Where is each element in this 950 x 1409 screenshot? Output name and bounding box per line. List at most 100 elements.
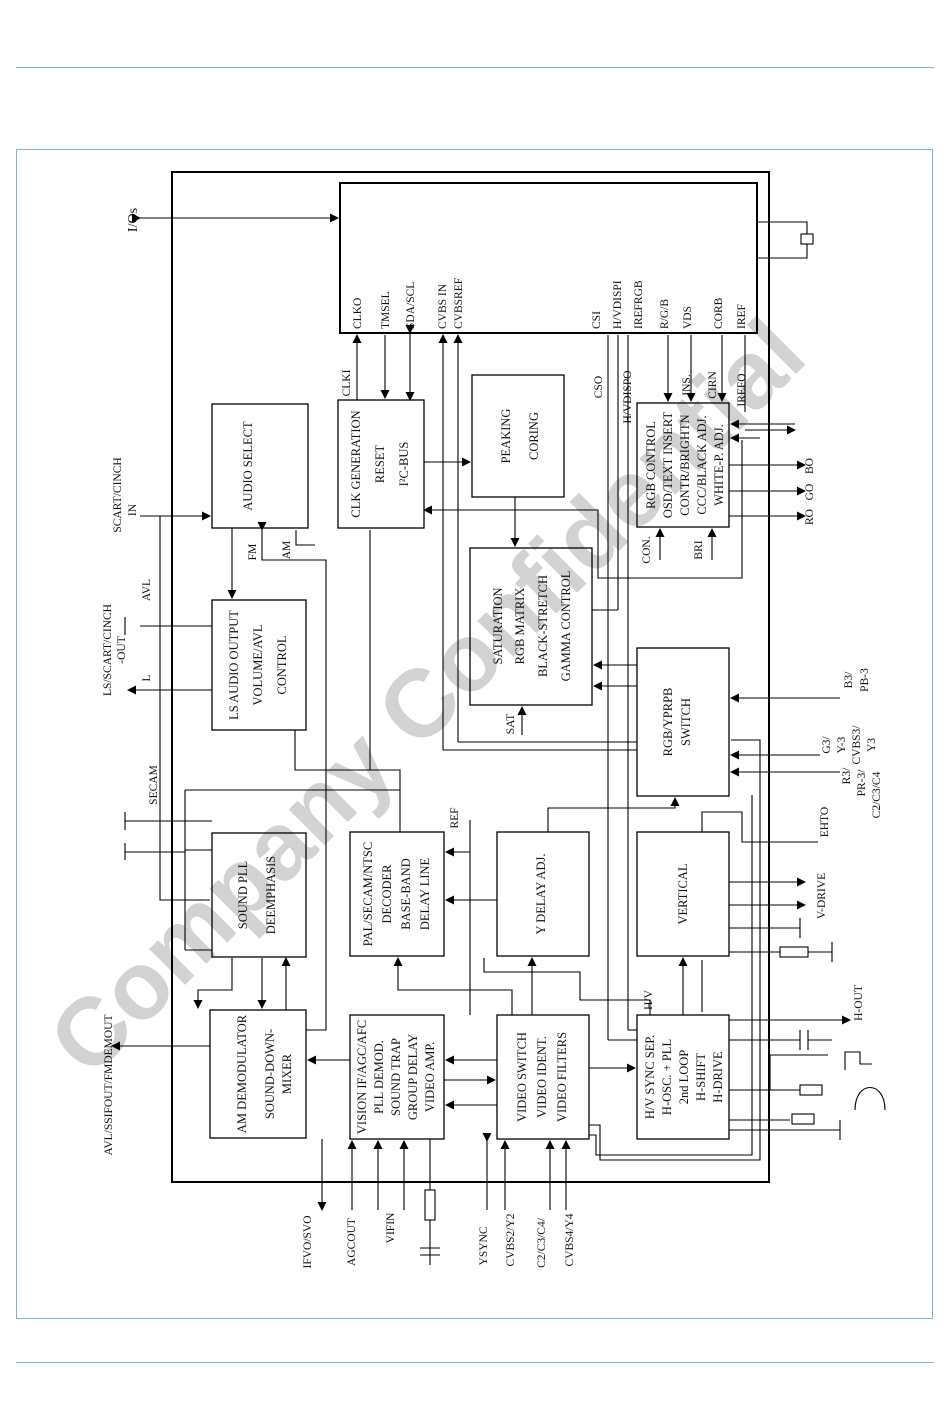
pin-csi: CSI xyxy=(591,311,603,329)
top-rule xyxy=(16,67,934,68)
clk-gen-block xyxy=(337,399,425,529)
pin-cvbsref: CVBSREF xyxy=(453,278,465,329)
y3-label: Y-3 xyxy=(836,736,848,753)
rgb-control-label-3: CONTR/BRIGHTN xyxy=(678,414,692,515)
ysync-label: YSYNC xyxy=(478,1226,490,1265)
pin-vds: VDS xyxy=(682,306,694,329)
agcout-label: AGCOUT xyxy=(346,1218,358,1266)
am-demod-label-2: SOUND-DOWN- xyxy=(263,1029,277,1119)
y-delay-label: Y DELAY ADJ. xyxy=(534,854,548,935)
pin-hvdispi: H/VDISPI xyxy=(612,280,624,329)
am-demod-block xyxy=(209,1009,307,1139)
peaking-label-2: CORING xyxy=(527,412,541,460)
pin-irefrgb: IREFRGB xyxy=(633,280,645,329)
ls-audio-label-2: VOLUME/AVL xyxy=(251,624,265,705)
hout-label: H-OUT xyxy=(853,985,865,1021)
hv-sync-label-5: H-DRIVE xyxy=(711,1051,725,1103)
fm-label: FM xyxy=(247,544,259,561)
ifvo-label: IFVO/SVO xyxy=(302,1215,314,1268)
bo-label: BO xyxy=(804,458,816,474)
am-demod-label-3: MIXER xyxy=(280,1053,294,1094)
cirn-label: CIRN xyxy=(707,371,719,399)
peaking-label: PEAKING xyxy=(499,409,513,464)
cvbs2-label: CVBS2/Y2 xyxy=(505,1213,517,1266)
rgb-control-label-4: CCC/BLACK ADJ. xyxy=(695,415,709,514)
vision-if-label-3: SOUND TRAP xyxy=(389,1038,403,1116)
ls-audio-block xyxy=(211,599,307,731)
decoder-label-3: BASE-BAND xyxy=(399,858,413,930)
vision-if-label: VISION IF/AGC/AFC xyxy=(355,1020,369,1134)
rgb-switch-label: RGB/YPRPB xyxy=(661,688,675,757)
video-switch-label-3: VIDEO FILTERS xyxy=(555,1032,569,1122)
ios-label: I/Os xyxy=(126,208,141,232)
cvbs4-label: CVBS4/Y4 xyxy=(564,1213,576,1266)
ins-label: INS. xyxy=(681,374,693,396)
avl-out-label: AVL/SSIFOUT/FMDEMOUT xyxy=(103,1014,115,1155)
decoder-label-4: DELAY LINE xyxy=(418,857,432,930)
vdrive-label: V-DRIVE xyxy=(816,873,828,919)
hv-sync-label: H/V SYNC SEP. xyxy=(643,1035,657,1119)
pr3-label: PR-3/ xyxy=(856,769,868,797)
saturation-label-2: RGB MATRIX xyxy=(513,588,527,665)
clk-gen-label: CLK GENERATION xyxy=(349,410,363,517)
video-switch-label: VIDEO SWITCH xyxy=(515,1032,529,1122)
pb3-label: PB-3 xyxy=(859,668,871,692)
ic-outline xyxy=(171,171,770,1183)
clk-gen-label-3: I²C-BUS xyxy=(397,442,411,487)
ro-label: RO xyxy=(804,509,816,525)
pin-corb: CORB xyxy=(713,297,725,329)
rgb-switch-block xyxy=(636,647,730,797)
am-demod-label: AM DEMODULATOR xyxy=(235,1014,249,1133)
vision-if-block xyxy=(349,1014,445,1140)
sound-pll-label-2: DEEMPHASIS xyxy=(264,856,278,935)
g3-label: G3/ xyxy=(821,736,833,754)
y3b-label: Y3 xyxy=(866,738,878,752)
hv-sync-label-2: H-OSC. + PLL xyxy=(660,1039,674,1115)
sound-pll-block xyxy=(211,832,307,958)
ehto-label: EHTO xyxy=(819,807,831,837)
saturation-label-3: BLACK-STRETCH xyxy=(536,575,550,677)
ls-scart-label: LS/SCART/CINCH xyxy=(102,604,114,696)
l-label: L xyxy=(141,674,153,681)
pin-clko: CLKO xyxy=(352,298,364,329)
peaking-block xyxy=(471,374,565,498)
ref-label: REF xyxy=(449,807,461,828)
scart-in-label-2: IN xyxy=(127,503,139,516)
rgb-control-label-5: WHITE-P. ADJ. xyxy=(712,424,726,506)
vision-if-label-4: GROUP DELAY xyxy=(406,1034,420,1120)
decoder-block xyxy=(349,831,445,957)
vision-if-label-2: PLL DEMOD. xyxy=(372,1040,386,1114)
saturation-block xyxy=(469,547,593,706)
pin-cvbs-in: CVBS IN xyxy=(437,283,449,329)
hv-sync-label-3: 2nd LOOP xyxy=(677,1050,691,1105)
am-label: AM xyxy=(281,541,293,560)
vertical-label: VERTICAL xyxy=(676,863,690,924)
rgb-control-label-2: OSD/TEXT INSERT xyxy=(661,411,675,518)
video-switch-label-2: VIDEO IDENT. xyxy=(535,1036,549,1118)
decoder-label: PAL/SECAM/NTSC xyxy=(361,842,375,946)
saturation-label-4: GAMMA CONTROL xyxy=(559,571,573,682)
cso-label: CSO xyxy=(593,376,605,398)
vifin-label: VIFIN xyxy=(385,1212,397,1243)
saturation-label: SATURATION xyxy=(491,587,505,664)
scart-in-label: SCART/CINCH xyxy=(112,457,124,532)
vertical-block xyxy=(636,831,730,957)
irefo-label: IREFO xyxy=(736,373,748,406)
ls-audio-label-3: CONTROL xyxy=(275,635,289,694)
bri-label: BRI xyxy=(693,540,705,559)
secam-label: SECAM xyxy=(148,765,160,805)
con-label: CON. xyxy=(641,536,653,563)
r3-label: R3/ xyxy=(841,767,853,784)
ls-audio-label: LS AUDIO OUTPUT xyxy=(227,610,241,720)
b3-label: B3/ xyxy=(843,671,855,688)
rgb-switch-label-2: SWITCH xyxy=(679,698,693,746)
c2c3c4b-label: C2/C3/C4/ xyxy=(536,1217,548,1268)
go-label: GO xyxy=(804,484,816,501)
ls-scart-label-2: -OUT xyxy=(116,636,128,663)
pin-tmsel: TMSEL xyxy=(380,291,392,329)
y-delay-block xyxy=(496,831,590,957)
clk-gen-label-2: RESET xyxy=(373,445,387,484)
bottom-rule xyxy=(16,1362,934,1363)
avl-label: AVL xyxy=(141,579,153,601)
